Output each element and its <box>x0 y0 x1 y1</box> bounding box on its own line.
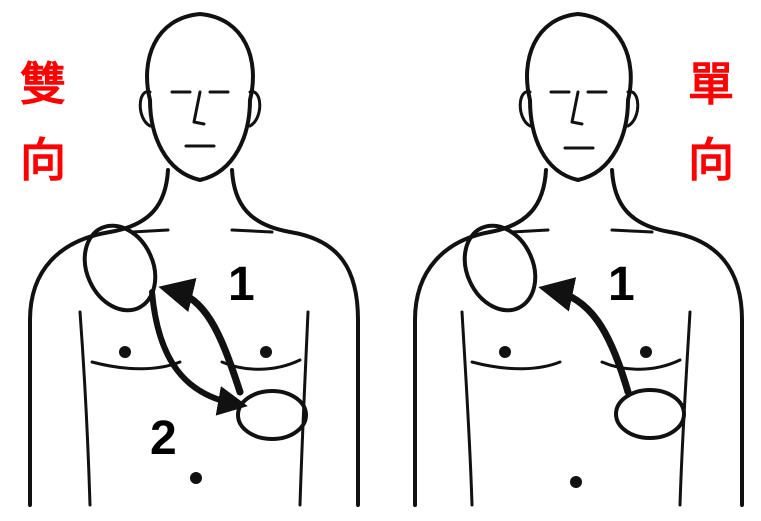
pad-apex <box>616 390 684 438</box>
arrow-label-1: 1 <box>228 258 255 311</box>
nipple-left <box>499 346 511 358</box>
title-char-2: 向 <box>688 133 734 187</box>
nipple-left <box>119 346 131 358</box>
title-char-1: 雙 <box>20 57 66 111</box>
nipple-right <box>260 346 272 358</box>
nipple-right <box>640 346 652 358</box>
title-char-2: 向 <box>20 133 66 187</box>
navel <box>190 472 202 484</box>
panel-biphasic: 1 2 雙 向 <box>20 14 358 505</box>
title-char-1: 單 <box>688 57 734 111</box>
navel <box>570 476 582 488</box>
torso-outline <box>30 170 168 505</box>
panel-monophasic: 1 單 向 <box>415 14 742 505</box>
arrow-label-2: 2 <box>150 412 177 465</box>
arrow-label-1: 1 <box>608 258 635 311</box>
face <box>551 92 606 148</box>
pad-apex <box>238 391 306 439</box>
face <box>172 92 228 146</box>
